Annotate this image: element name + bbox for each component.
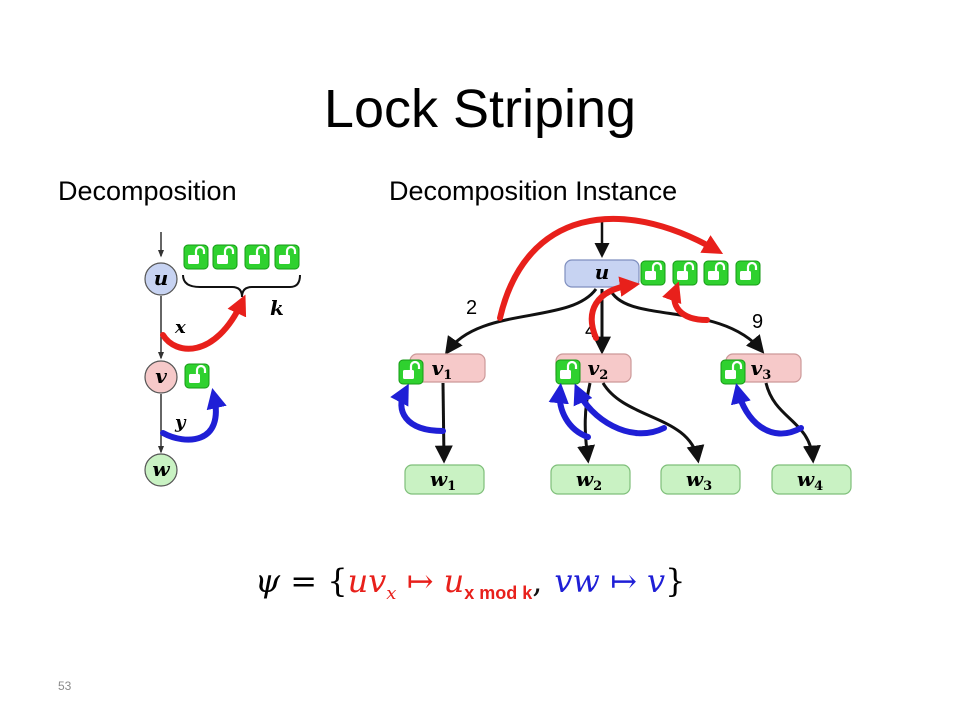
decomposition-label: Decomposition bbox=[58, 176, 237, 206]
formula-blue-maps: ↦ bbox=[600, 562, 647, 600]
edge-u-v1 bbox=[444, 288, 598, 355]
node-v bbox=[144, 360, 178, 394]
decomposition-graph: u v w x y k bbox=[144, 232, 301, 487]
formula-red-maps: ↦ bbox=[396, 562, 443, 600]
red-arrow-edge4-to-lock bbox=[588, 276, 641, 341]
node-w4 bbox=[771, 464, 852, 495]
node-w bbox=[144, 453, 178, 487]
node-v1-label: v1 bbox=[432, 356, 453, 383]
node-w1 bbox=[404, 464, 485, 495]
node-v-label: v bbox=[155, 364, 167, 388]
slide-title: Lock Striping bbox=[323, 79, 637, 139]
formula: ψ = {uvx ↦ ux mod k, vw ↦ v} bbox=[255, 562, 685, 604]
node-w3 bbox=[660, 464, 741, 495]
blue-arrow-v2w2-to-lock bbox=[548, 382, 591, 440]
node-v3-label: v3 bbox=[751, 356, 772, 383]
brace-label-k: k bbox=[270, 296, 284, 320]
edge-v2-w2 bbox=[577, 382, 596, 464]
node-w3-label: w3 bbox=[686, 467, 712, 494]
formula-blue-v: v bbox=[647, 562, 665, 600]
decomposition-instance-label: Decomposition Instance bbox=[389, 176, 678, 206]
edge-weight-2: 2 bbox=[466, 297, 477, 319]
lock-icon bbox=[554, 358, 582, 386]
formula-red-uv: uv bbox=[348, 562, 387, 600]
edge-v1-w1 bbox=[434, 382, 453, 464]
blue-arrow-y-to-lock bbox=[160, 388, 227, 443]
lock-icon bbox=[702, 259, 730, 287]
formula-psi: ψ bbox=[255, 562, 281, 600]
brace-icon bbox=[182, 274, 301, 298]
blue-arrow-v2w3-to-lock bbox=[573, 383, 667, 437]
node-v2-label: v2 bbox=[588, 356, 609, 383]
slide-number: 53 bbox=[58, 679, 72, 693]
edge-u-v3 bbox=[608, 288, 765, 354]
node-w4-label: w4 bbox=[797, 467, 823, 494]
formula-comma: , bbox=[532, 562, 542, 600]
lock-icon bbox=[671, 259, 699, 287]
formula-close: } bbox=[665, 562, 685, 600]
node-w2-label: w2 bbox=[576, 467, 602, 494]
red-arrow-edge9-to-lock bbox=[662, 281, 710, 323]
lock-icon bbox=[182, 243, 210, 271]
lock-icon bbox=[719, 358, 747, 386]
edge-label-x: x bbox=[174, 317, 186, 338]
formula-blue-vw: vw bbox=[554, 562, 599, 600]
formula-red-mod: x mod k bbox=[464, 583, 533, 603]
edge-v3-w4 bbox=[764, 382, 821, 464]
blue-arrow-v1-to-lock bbox=[390, 383, 446, 434]
edge-label-y: y bbox=[174, 412, 187, 433]
instance-graph: u 2 4 9 v1 v2 v3 w1 w2 w3 w4 bbox=[390, 215, 852, 495]
node-u-label: u bbox=[595, 260, 610, 284]
lock-icon bbox=[273, 243, 301, 271]
blue-arrow-v3-to-lock bbox=[730, 383, 804, 437]
node-w-label: w bbox=[152, 457, 170, 481]
node-w1-label: w1 bbox=[430, 467, 456, 494]
edge-v2-w3 bbox=[601, 382, 705, 464]
formula-equals: = { bbox=[280, 562, 348, 600]
lock-icon bbox=[183, 362, 211, 390]
lock-icon bbox=[639, 259, 667, 287]
edge-weight-9: 9 bbox=[752, 311, 763, 333]
red-arrow-edge2-to-lock bbox=[497, 215, 724, 321]
lock-icon bbox=[734, 259, 762, 287]
formula-red-x-sub: x bbox=[386, 583, 396, 604]
lock-icon bbox=[243, 243, 271, 271]
lock-icon bbox=[397, 358, 425, 386]
lock-icon bbox=[211, 243, 239, 271]
node-u bbox=[144, 262, 178, 296]
red-arrow-x-to-lock bbox=[160, 294, 247, 352]
node-w2 bbox=[550, 464, 631, 495]
node-u-label: u bbox=[154, 266, 169, 290]
formula-red-u: u bbox=[444, 562, 465, 600]
